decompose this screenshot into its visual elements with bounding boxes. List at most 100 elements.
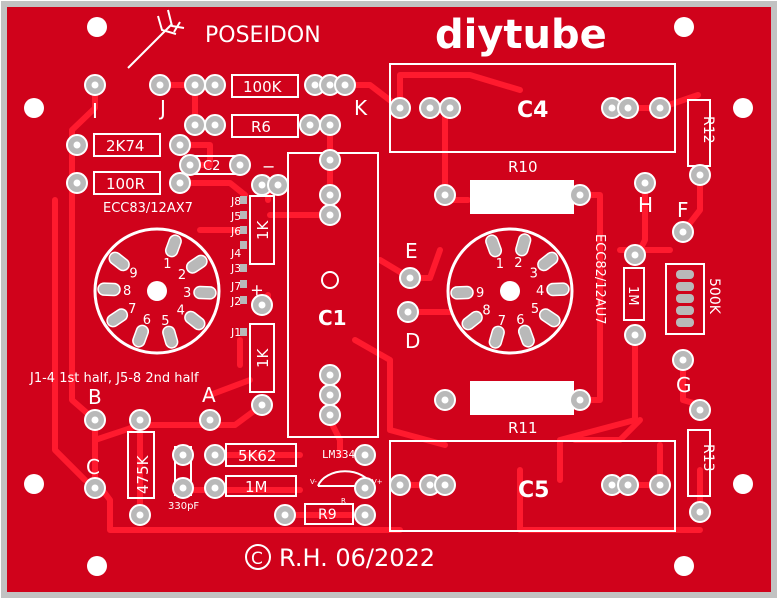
pad-drill-hole [91, 416, 99, 424]
jumper-label-j2: J2 [230, 295, 241, 308]
capacitor-c1-label: C1 [318, 306, 347, 330]
pad-drill-hole [186, 161, 194, 169]
pad-drill-hole [696, 406, 704, 414]
pad-drill-hole [326, 191, 334, 199]
resistor-r11-label: R11 [508, 419, 538, 437]
left-tube-pin-pad [106, 308, 129, 328]
pad-drill-hole [326, 81, 334, 89]
pad-drill-hole [696, 171, 704, 179]
pad-drill-hole [361, 451, 369, 459]
left-tube-pin-pad [184, 310, 206, 331]
resistor-100k: 100K [231, 74, 299, 98]
right-tube-pin-number: 1 [496, 257, 504, 272]
pad-drill-hole [406, 274, 414, 282]
lm334z-vminus: V- [310, 478, 317, 486]
left-tube-pin-pad [162, 325, 179, 349]
jumper-note: J1-4 1st half, J5-8 2nd half [29, 371, 199, 386]
tube-right-type: ECC82/12AU7 [592, 234, 607, 325]
resistor-475k-label: 475K [134, 454, 152, 494]
pad-drill-hole [91, 81, 99, 89]
jumper-label-j5: J5 [230, 210, 241, 223]
right-tube-pin-pad [485, 234, 503, 258]
pad-drill-hole [656, 481, 664, 489]
resistor-2k74-label: 2K74 [106, 137, 144, 155]
resistor-1m-bottom: 1M [225, 475, 297, 497]
pad-drill-hole [176, 141, 184, 149]
pad-drill-hole [361, 511, 369, 519]
left-tube-pin-pad [108, 251, 130, 272]
label-I: I [92, 99, 98, 123]
pad-drill-hole [326, 371, 334, 379]
pad-drill-hole [156, 81, 164, 89]
jumper-label-j8: J8 [230, 195, 241, 208]
resistor-r10-label: R10 [508, 158, 538, 176]
pad-drill-hole [311, 81, 319, 89]
resistor-r6-label: R6 [251, 118, 271, 136]
pad-drill-hole [696, 508, 704, 516]
resistor-r13-label: R13 [700, 444, 716, 472]
pad-drill-hole [91, 484, 99, 492]
pad-drill-hole [326, 156, 334, 164]
minus-sign: − [262, 157, 275, 176]
jumper-label-j3: J3 [230, 262, 241, 275]
label-H: H [638, 193, 653, 217]
label-B: B [88, 385, 102, 409]
pad-drill-hole [426, 104, 434, 112]
jumper-label-j6: J6 [230, 225, 241, 238]
resistor-475k: 475K [127, 431, 155, 499]
potentiometer-500k: 500K [665, 263, 722, 335]
brand-title: diytube [435, 12, 607, 58]
label-D: D [405, 329, 420, 353]
pad-drill-hole [211, 81, 219, 89]
right-tube-pin-number: 9 [476, 286, 484, 301]
jumper-pad [240, 280, 247, 288]
resistor-1m-right-label: 1M [625, 286, 640, 306]
pad-drill-hole [306, 121, 314, 129]
jumper-pad [240, 226, 247, 234]
pad-drill-hole [679, 228, 687, 236]
plus-sign: + [247, 284, 266, 297]
pad-drill-hole [631, 331, 639, 339]
pad-drill-hole [679, 356, 687, 364]
pad-drill-hole [576, 191, 584, 199]
pad-drill-hole [608, 481, 616, 489]
pad-drill-hole [136, 416, 144, 424]
resistor-r6: R6 [231, 114, 299, 138]
tube-socket-left [93, 227, 221, 355]
c1-centre-mark [321, 271, 339, 289]
pad-drill-hole [206, 416, 214, 424]
jumper-pad [240, 296, 247, 304]
pad-drill-hole [624, 481, 632, 489]
pad-drill-hole [179, 451, 187, 459]
resistor-100r: 100R [93, 171, 161, 195]
pad-drill-hole [441, 481, 449, 489]
pad-drill-hole [361, 484, 369, 492]
pad-drill-hole [624, 104, 632, 112]
pad-drill-hole [191, 121, 199, 129]
label-G: G [676, 373, 692, 397]
left-tube-pin-pad [132, 324, 150, 348]
left-tube-pin-number: 2 [178, 268, 186, 283]
pad-drill-hole [631, 251, 639, 259]
pad-drill-hole [396, 104, 404, 112]
pad-drill-hole [404, 308, 412, 316]
pad-drill-hole [326, 391, 334, 399]
right-tube-pin-pad [461, 310, 483, 331]
mounting-holes [24, 17, 753, 576]
right-tube-pin-number: 3 [530, 267, 538, 282]
resistor-2k74: 2K74 [93, 133, 161, 157]
tube-left-type: ECC83/12AX7 [103, 201, 193, 216]
left-tube-pin-number: 9 [129, 267, 137, 282]
pad-drill-hole [258, 401, 266, 409]
pad-drill-hole [191, 81, 199, 89]
resistor-r9-label: R9 [318, 507, 337, 523]
pad-drill-hole [258, 181, 266, 189]
pad-drill-hole [441, 396, 449, 404]
pad-drill-hole [236, 161, 244, 169]
copyright: C R.H. 06/2022 [245, 544, 435, 572]
right-tube-pin-number: 2 [514, 256, 522, 271]
label-A: A [202, 383, 216, 407]
resistor-100r-label: 100R [106, 175, 145, 193]
pad-drill-hole [396, 481, 404, 489]
jumper-label-j7: J7 [230, 280, 241, 293]
